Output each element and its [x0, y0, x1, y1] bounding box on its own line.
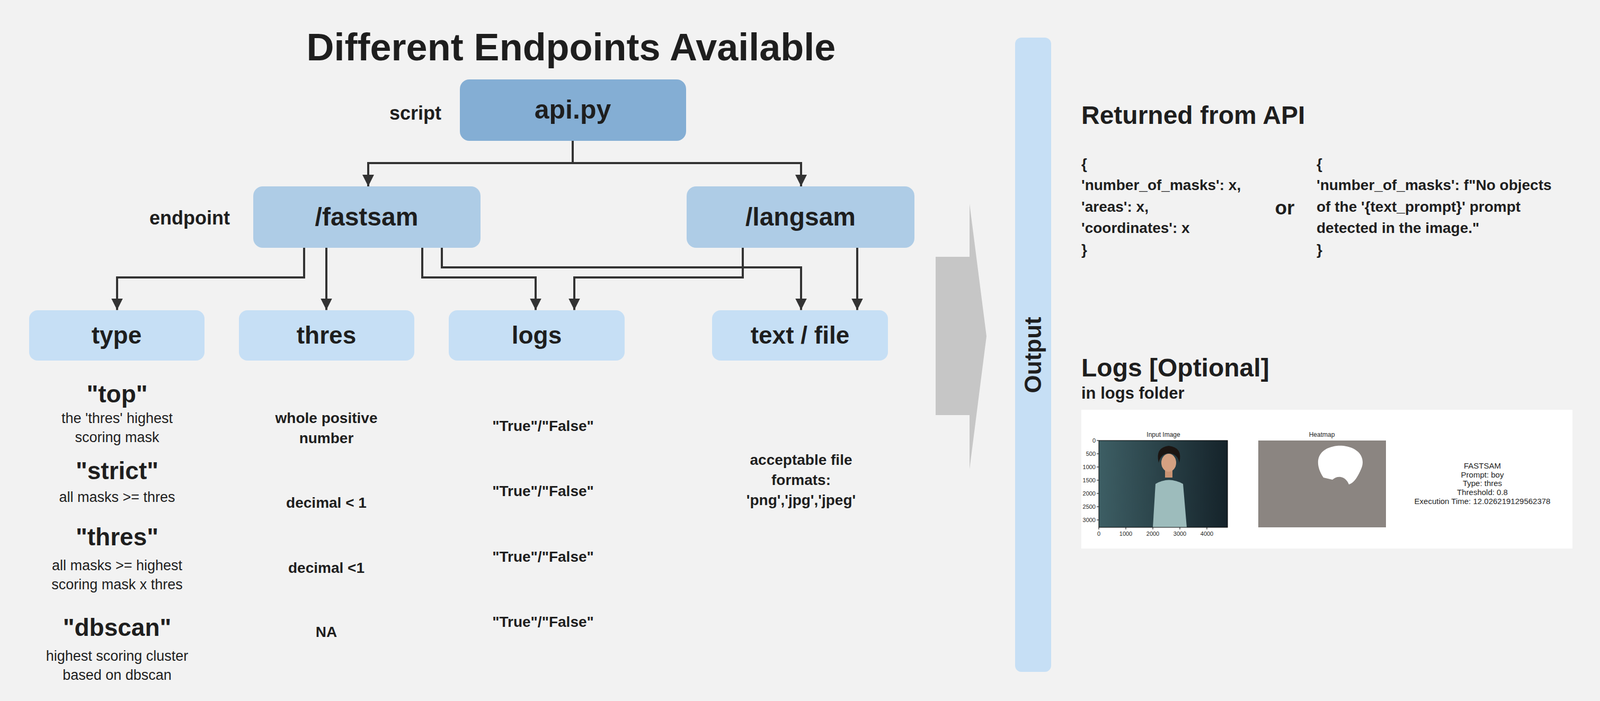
diagram-title: Different Endpoints Available	[306, 22, 837, 73]
axis-tick: 3000	[1173, 530, 1187, 538]
section-heading: Returned from API	[1081, 99, 1305, 132]
axis-tick: 1500	[1082, 476, 1096, 485]
code-line: 'coordinates': x	[1081, 218, 1190, 238]
code-line: detected in the image."	[1316, 218, 1480, 238]
log-panel	[1081, 410, 1573, 549]
connector-arrow	[856, 247, 859, 311]
parameter-note: "strict"	[75, 455, 159, 488]
parameter-note: all masks >= highest scoring mask x thre…	[37, 556, 197, 595]
node-label: /fastsam	[315, 202, 419, 232]
plot-title: Heatmap	[1309, 431, 1336, 440]
endpoint-box: /fastsam	[253, 186, 481, 248]
node-label: /langsam	[745, 202, 856, 232]
parameter-note: acceptable file formats: 'png','jpg','jp…	[734, 450, 868, 511]
parameter-note: "True"/"False"	[492, 416, 594, 437]
parameter-note: highest scoring cluster based on dbscan	[29, 646, 205, 686]
log-info: Type: thres	[1462, 478, 1502, 490]
log-info: FASTSAM	[1463, 460, 1501, 472]
axis-tick: 4000	[1200, 530, 1214, 538]
connector-arrow	[117, 247, 305, 311]
parameter-note: all masks >= thres	[58, 488, 175, 508]
parameter-box: type	[29, 310, 205, 361]
code-line: 'number_of_masks': x,	[1081, 175, 1241, 195]
axis-tick: 1000	[1119, 530, 1133, 538]
flow-arrow	[935, 203, 987, 470]
log-info: Execution Time: 12.026219129562378	[1414, 496, 1551, 508]
log-info: Threshold: 0.8	[1456, 487, 1508, 499]
code-line: }	[1081, 240, 1088, 260]
code-line: of the '{text_prompt}' prompt	[1316, 197, 1521, 217]
section-label: endpoint	[149, 206, 230, 231]
endpoint-box: /langsam	[686, 186, 915, 248]
parameter-note: "dbscan"	[63, 612, 172, 645]
axis-tick: 0	[1097, 530, 1101, 538]
node-label: logs	[511, 321, 563, 350]
node-label: Output	[1019, 316, 1047, 394]
parameter-note: whole positive number	[262, 408, 390, 449]
parameter-note: "True"/"False"	[492, 482, 594, 502]
code-line: or	[1275, 195, 1295, 221]
script-box: api.py	[459, 79, 687, 141]
parameter-note: "True"/"False"	[492, 547, 594, 567]
parameter-note: "top"	[86, 378, 148, 411]
parameter-note: decimal <1	[288, 558, 365, 579]
subheading: in logs folder	[1081, 383, 1185, 405]
node-label: api.py	[534, 94, 611, 126]
heatmap-plot	[1258, 440, 1386, 528]
connector-arrow	[368, 140, 573, 187]
parameter-note: the 'thres' highest scoring mask	[42, 409, 192, 448]
connector-arrow	[325, 247, 328, 311]
node-label: text / file	[750, 321, 850, 350]
parameter-note: "True"/"False"	[492, 612, 594, 633]
code-line: 'number_of_masks': f"No objects	[1316, 175, 1552, 195]
code-line: {	[1316, 154, 1323, 174]
code-line: }	[1316, 240, 1323, 260]
node-label: thres	[296, 321, 357, 350]
parameter-note: decimal < 1	[286, 493, 367, 513]
connector-arrow	[422, 247, 536, 311]
section-heading: Logs [Optional]	[1081, 351, 1270, 385]
axis-tick: 2000	[1146, 530, 1160, 538]
axis-tick: 2500	[1082, 503, 1096, 511]
connector-arrow	[572, 140, 802, 187]
connector-arrow	[574, 247, 743, 311]
parameter-note: "thres"	[75, 521, 159, 554]
section-label: script	[389, 101, 442, 127]
node-label: type	[91, 321, 142, 350]
axis-tick: 1000	[1082, 463, 1096, 471]
code-line: {	[1081, 154, 1088, 174]
axis-tick: 2000	[1082, 490, 1096, 498]
plot-title: Input Image	[1146, 431, 1180, 440]
code-line: 'areas': x,	[1081, 197, 1149, 217]
parameter-box: logs	[448, 310, 625, 361]
axis-tick: 500	[1086, 450, 1096, 458]
parameter-box: thres	[238, 310, 415, 361]
axis-tick: 0	[1092, 437, 1096, 445]
parameter-box: text / file	[712, 310, 888, 361]
output-band: Output	[1015, 37, 1052, 673]
axis-tick: 3000	[1082, 516, 1096, 524]
input-image-plot	[1096, 440, 1228, 530]
parameter-note: NA	[315, 623, 337, 643]
log-info: Prompt: boy	[1461, 469, 1505, 481]
connector-arrow	[441, 247, 802, 311]
